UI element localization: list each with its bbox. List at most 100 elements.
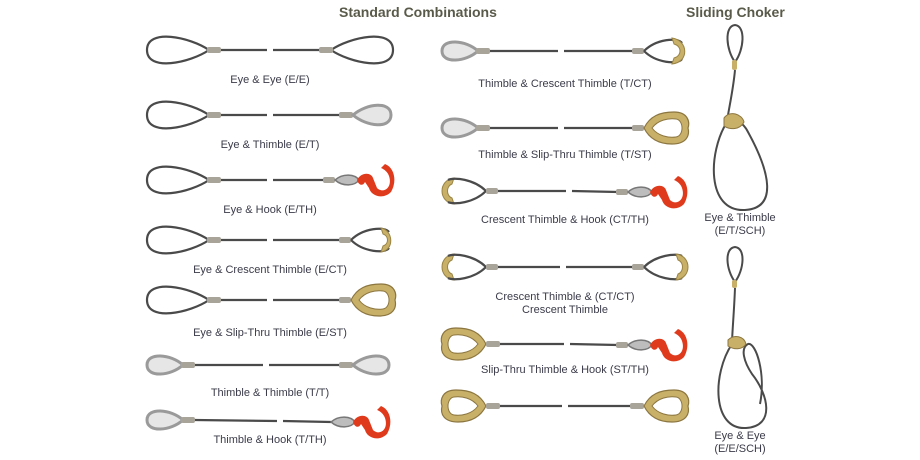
sling-thimble-crescent	[440, 34, 690, 68]
label-choker-eye-thimble: Eye & Thimble (E/T/SCH)	[690, 212, 790, 238]
rope-icon	[731, 287, 736, 345]
ferrule-icon	[339, 237, 351, 243]
thimble-icon	[145, 409, 186, 431]
choker-loop-icon	[717, 343, 768, 430]
label-eye-slipthru: Eye & Slip-Thru Thimble (E/ST)	[193, 327, 347, 339]
eye-loop-icon	[145, 225, 210, 255]
ferrule-icon	[181, 362, 195, 368]
ferrule-icon	[207, 177, 221, 183]
thimble-icon	[329, 416, 356, 428]
sling-crescent-crescent	[440, 248, 690, 286]
sling-thimble-slipthru	[440, 110, 690, 146]
label-line-2: (E/E/SCH)	[714, 443, 766, 455]
thimble-icon	[333, 174, 360, 186]
crescent-thimble-icon	[671, 37, 686, 65]
eye-loop-icon	[145, 35, 395, 65]
thimble-icon	[350, 354, 391, 376]
eye-loop-icon	[643, 253, 683, 281]
eye-loop-icon	[145, 100, 210, 130]
sling-slipthru-slipthru	[440, 387, 690, 425]
ferrule-icon	[181, 417, 195, 423]
thimble-icon	[350, 103, 393, 127]
hook-icon	[650, 329, 688, 362]
thimble-icon	[626, 339, 653, 351]
ferrule-icon	[207, 112, 221, 118]
eye-loop-icon	[447, 177, 487, 205]
ferrule-icon	[339, 362, 353, 368]
ferrule-icon	[476, 125, 490, 131]
sling-slipthru-hook	[440, 325, 690, 363]
sling-eye-hook	[145, 160, 395, 200]
thimble-icon	[145, 354, 186, 376]
choker-eye-thimble	[700, 22, 790, 212]
heading-standard-combinations: Standard Combinations	[339, 4, 497, 20]
ferrule-icon	[339, 112, 353, 118]
crescent-thimble-icon	[441, 177, 455, 205]
label-choker-eye-eye: Eye & Eye (E/E/SCH)	[690, 430, 790, 456]
hook-icon	[650, 176, 688, 209]
rope-icon	[500, 342, 619, 347]
ferrule-icon	[632, 125, 644, 131]
sling-eye-eye	[145, 32, 395, 68]
ferrule-icon	[476, 48, 490, 54]
ferrule-icon	[207, 237, 221, 243]
label-line-1: Crescent Thimble & (CT/CT)	[495, 291, 635, 303]
ferrule-icon	[732, 280, 737, 288]
eye-loop-icon	[726, 245, 744, 283]
hook-icon	[353, 406, 391, 439]
ferrule-icon	[323, 177, 335, 183]
sling-eye-crescent	[145, 222, 395, 258]
ferrule-icon	[207, 47, 221, 53]
label-line-1: Eye & Eye	[714, 430, 766, 442]
sling-eye-thimble	[145, 97, 395, 133]
choker-loop-icon	[712, 121, 769, 212]
ferrule-icon	[486, 341, 500, 347]
label-line-2: Crescent Thimble	[522, 304, 608, 316]
label-thimble-thimble: Thimble & Thimble (T/T)	[210, 387, 330, 399]
label-eye-crescent: Eye & Crescent Thimble (E/CT)	[193, 264, 347, 276]
sling-eye-slipthru	[145, 282, 397, 318]
label-eye-hook: Eye & Hook (E/TH)	[223, 204, 317, 216]
thimble-icon	[626, 186, 653, 198]
ferrule-icon	[486, 264, 498, 270]
label-line-2: (E/T/SCH)	[714, 225, 766, 237]
thimble-icon	[440, 117, 481, 139]
rope-icon	[498, 189, 619, 194]
crescent-thimble-icon	[380, 227, 392, 253]
eye-loop-icon	[726, 23, 744, 63]
rope-icon	[194, 418, 332, 424]
ferrule-icon	[616, 189, 628, 195]
ferrule-icon	[207, 297, 221, 303]
ferrule-icon	[486, 188, 498, 194]
label-thimble-crescent: Thimble & Crescent Thimble (T/CT)	[478, 78, 652, 90]
label-thimble-hook: Thimble & Hook (T/TH)	[213, 434, 327, 446]
crescent-thimble-icon	[675, 253, 689, 281]
ferrule-icon	[319, 47, 333, 53]
label-line-1: Eye & Thimble	[704, 212, 776, 224]
ferrule-icon	[630, 403, 644, 409]
thimble-icon	[727, 336, 747, 350]
thimble-icon	[723, 113, 745, 130]
crescent-thimble-icon	[441, 253, 455, 281]
sling-thimble-hook	[145, 404, 395, 440]
eye-loop-icon	[145, 165, 210, 195]
ferrule-icon	[632, 48, 644, 54]
sling-crescent-hook	[440, 172, 690, 210]
label-slipthru-hook: Slip-Thru Thimble & Hook (ST/TH)	[481, 364, 649, 376]
label-crescent-crescent: Crescent Thimble & (CT/CT) Crescent Thim…	[440, 291, 690, 317]
ferrule-icon	[732, 60, 737, 70]
sling-thimble-thimble	[145, 350, 395, 380]
label-eye-thimble: Eye & Thimble (E/T)	[220, 139, 320, 151]
ferrule-icon	[486, 403, 500, 409]
choker-eye-eye	[700, 244, 790, 430]
label-eye-eye: Eye & Eye (E/E)	[230, 74, 310, 86]
ferrule-icon	[632, 264, 644, 270]
ferrule-icon	[339, 297, 351, 303]
label-thimble-slipthru: Thimble & Slip-Thru Thimble (T/ST)	[478, 149, 652, 161]
label-crescent-hook: Crescent Thimble & Hook (CT/TH)	[481, 214, 649, 226]
heading-sliding-choker: Sliding Choker	[686, 4, 785, 20]
thimble-icon	[440, 40, 481, 62]
hook-icon	[357, 164, 395, 197]
eye-loop-icon	[447, 253, 487, 281]
eye-loop-icon	[145, 285, 210, 315]
